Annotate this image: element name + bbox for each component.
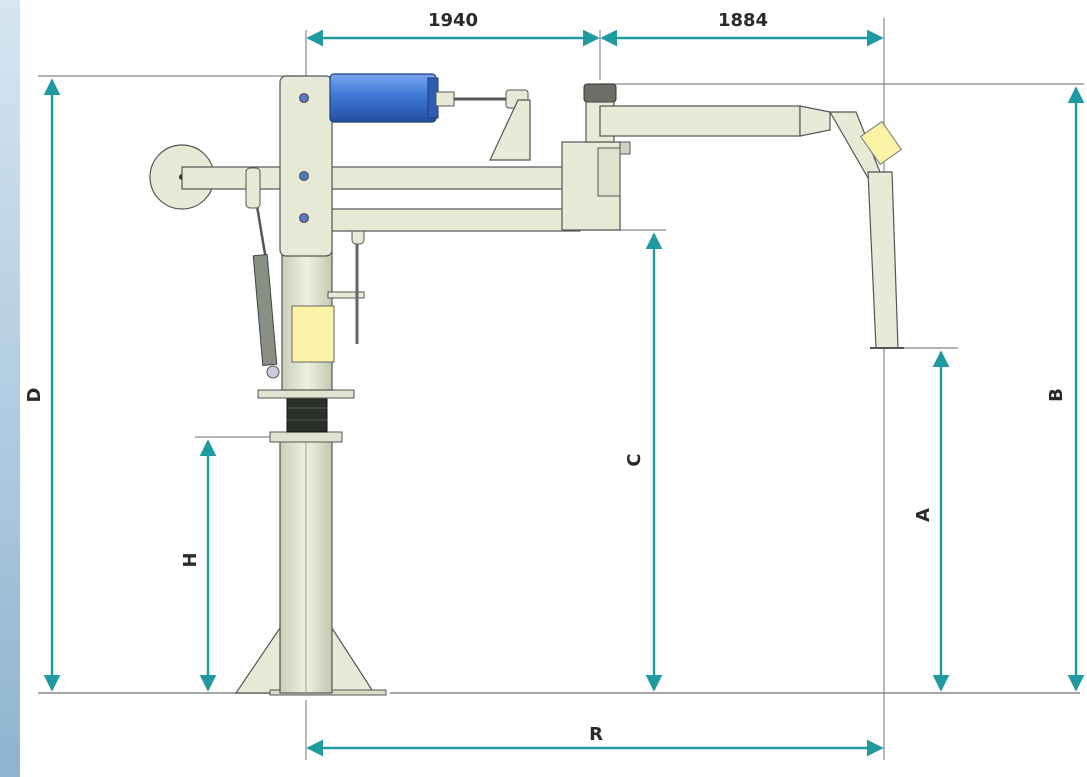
inner-arm-lower [329,208,581,232]
dim-label-h: H [180,552,201,567]
loading-arm-machine [149,73,904,696]
label-block [291,305,335,363]
riser-housing [279,75,333,257]
dim-label-a: A [913,508,934,522]
dim-label-top-right: 1884 [718,10,768,31]
hydraulic-cylinder [329,73,437,123]
lock-handle [327,291,365,299]
base-leg-left [234,623,283,694]
dimension-arrows [43,29,1085,757]
outer-arm [599,105,801,137]
base-leg-right [329,622,376,694]
upper-flange [257,389,355,399]
dim-label-d: D [24,388,45,403]
post-flange [269,431,343,443]
dim-label-r: R [589,724,603,745]
cylinder-bracket [489,99,531,161]
side-gradient-strip [0,0,20,777]
gas-spring [252,254,278,366]
dim-label-c: C [624,453,645,466]
dim-label-b: B [1046,388,1067,402]
end-fitting [859,120,903,166]
dim-label-top-left: 1940 [428,10,478,31]
top-swivel [583,83,617,103]
extension-lines [38,18,1084,760]
inner-arm-upper [181,166,583,190]
swivel-joint [286,397,328,433]
drop-tube [867,171,899,349]
